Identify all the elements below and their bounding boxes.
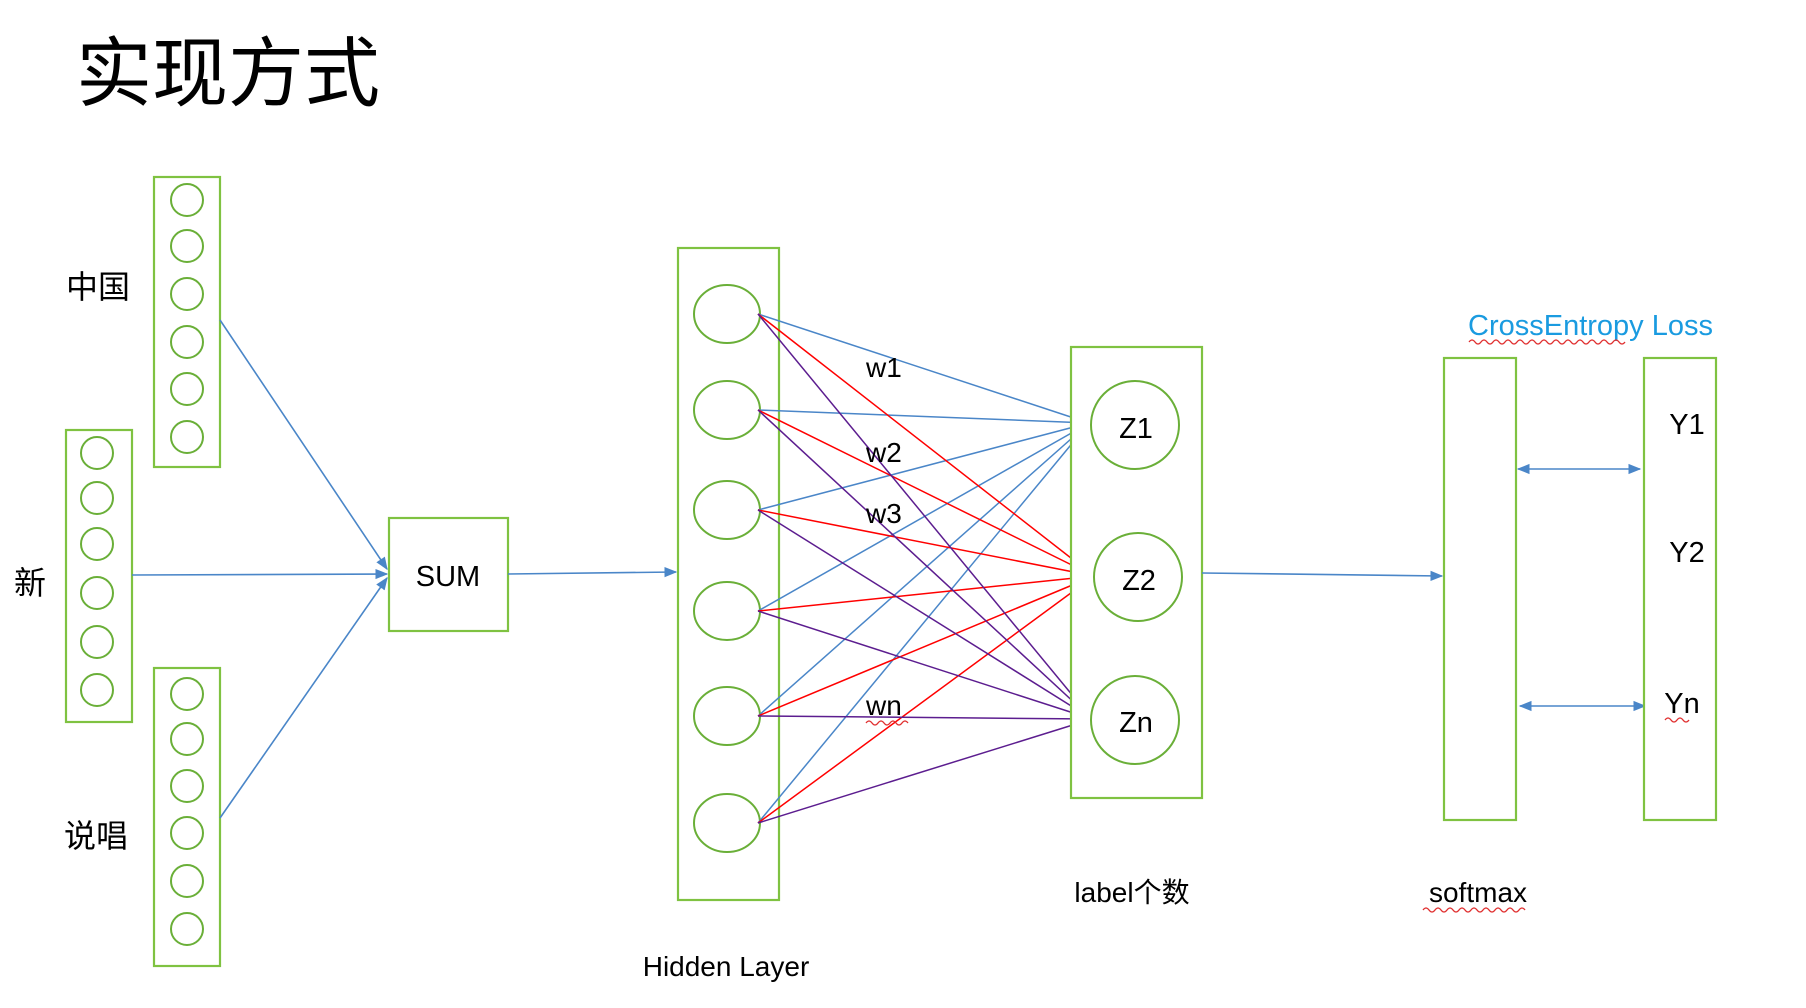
embedding-cell	[80, 625, 114, 659]
input-vector-zhongguo	[152, 175, 222, 469]
weight-edge	[757, 572, 1096, 612]
embedding-cell	[170, 229, 204, 263]
input-vector-shuochang	[152, 666, 222, 968]
sum-to-hidden-edge	[507, 567, 678, 578]
hidden-layer-box	[676, 246, 781, 902]
output-label: Z2	[1122, 565, 1156, 597]
hidden-node	[693, 380, 761, 440]
weight-edge	[757, 717, 1094, 824]
embedding-cell	[170, 372, 204, 406]
weight-edge	[757, 313, 1091, 425]
softmax-box	[1442, 356, 1518, 822]
sum-label: SUM	[416, 561, 480, 593]
output-node: Zn	[1090, 675, 1180, 765]
weight-edge	[757, 422, 1091, 612]
target-label: Y2	[1669, 537, 1704, 569]
spellcheck-underline	[865, 720, 909, 726]
embedding-cell	[170, 722, 204, 756]
hidden-layer-label: Hidden Layer	[643, 951, 810, 982]
weight-edge	[757, 409, 1091, 428]
weight-edge	[757, 575, 1096, 717]
weight-edge	[757, 313, 1093, 720]
weight-edge	[757, 509, 1096, 579]
embedding-cell	[80, 436, 114, 470]
output-node: Z1	[1090, 380, 1180, 470]
softmax-label: softmax	[1429, 877, 1527, 908]
embedding-cell	[170, 325, 204, 359]
input-word-label: 中国	[66, 268, 130, 306]
sum-box: SUM	[387, 516, 510, 633]
input-vector-xin	[64, 428, 134, 724]
output-caption: label个数	[1074, 877, 1189, 908]
embedding-cell	[170, 912, 204, 946]
weight-edge	[757, 610, 1094, 721]
weight-edge	[757, 575, 1095, 824]
hidden-node	[693, 581, 761, 641]
embedding-cell	[80, 481, 114, 515]
output-label: Zn	[1119, 707, 1153, 739]
hidden-to-output-edges	[757, 313, 1096, 824]
weight-edge	[757, 313, 1095, 577]
output-label: Z1	[1119, 413, 1153, 445]
loss-arrows	[1516, 463, 1647, 712]
embedding-cell	[170, 769, 204, 803]
embedding-cell	[170, 183, 204, 217]
spellcheck-underline	[1664, 717, 1690, 723]
spellcheck-underline	[1422, 907, 1526, 913]
page-title: 实现方式	[76, 29, 380, 118]
embedding-cell	[170, 864, 204, 898]
input-edges	[131, 319, 389, 819]
target-box	[1642, 356, 1718, 822]
weight-edge	[757, 422, 1090, 717]
weight-edge	[757, 409, 1093, 720]
weight-label: wn	[865, 690, 902, 721]
output-to-softmax-edge	[1201, 570, 1444, 581]
weight-label: w2	[865, 437, 902, 468]
embedding-cell	[80, 576, 114, 610]
embedding-cell	[80, 673, 114, 707]
target-label: Y1	[1669, 409, 1704, 441]
hidden-node	[693, 480, 761, 540]
input-word-label: 说唱	[64, 817, 128, 855]
weight-edge	[757, 409, 1096, 577]
weight-edge	[757, 714, 1094, 724]
weight-edge	[757, 421, 1091, 511]
embedding-cell	[170, 677, 204, 711]
input-word-label: 新	[14, 564, 46, 602]
weight-label: w3	[865, 498, 902, 529]
embedding-cell	[80, 527, 114, 561]
weight-edge	[757, 422, 1090, 824]
spellcheck-underline	[1468, 339, 1626, 345]
hidden-node	[693, 284, 761, 344]
loss-label: CrossEntropy Loss	[1468, 310, 1713, 342]
embedding-cell	[170, 816, 204, 850]
hidden-node	[693, 686, 761, 746]
output-node: Z2	[1093, 532, 1183, 622]
embedding-cell	[170, 277, 204, 311]
hidden-node	[693, 793, 761, 853]
weight-label: w1	[865, 352, 902, 383]
target-label: Yn	[1664, 688, 1699, 720]
weight-edge	[757, 509, 1094, 720]
embedding-cell	[170, 420, 204, 454]
